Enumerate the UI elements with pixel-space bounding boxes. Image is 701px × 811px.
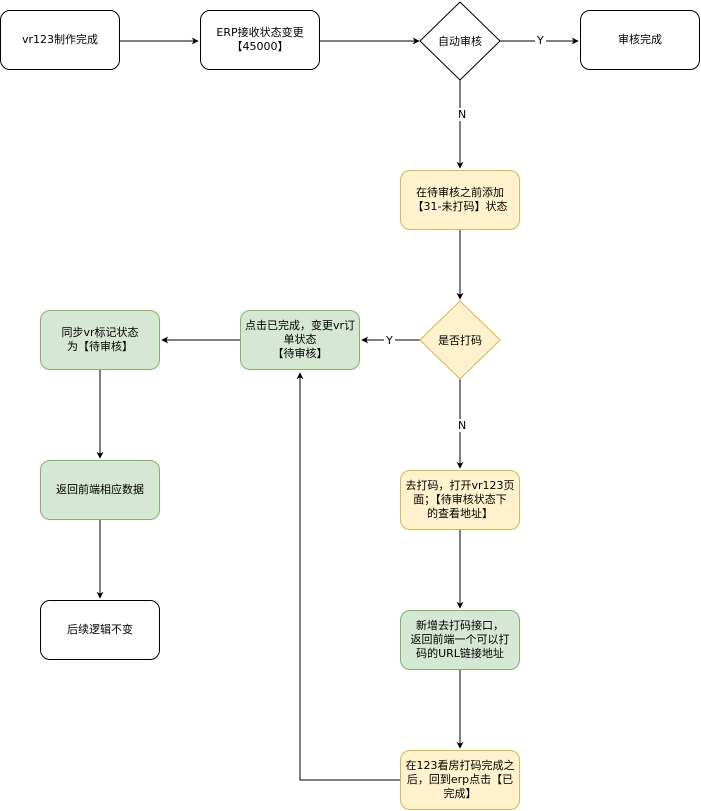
edge-label-coded-no: N	[456, 419, 469, 432]
decision-auto-review-shape	[419, 1, 501, 81]
node-return-front: 返回前端相应数据	[40, 460, 160, 520]
edge-label-auto-no: N	[456, 108, 469, 121]
edge-label-coded-yes: Y	[384, 334, 395, 347]
edge-label-auto-yes: Y	[535, 34, 546, 47]
node-erp-receive: ERP接收状态变更 【45000】	[200, 10, 320, 70]
node-auto-review: 自动审核	[438, 35, 482, 48]
node-review-done: 审核完成	[580, 10, 700, 70]
node-sync-vr: 同步vr标记状态 为【待审核】	[40, 310, 160, 370]
decision-is-coded-shape	[419, 300, 501, 380]
node-is-coded: 是否打码	[438, 334, 482, 347]
node-go-code: 去打码，打开vr123页 面；【待审核状态下 的查看地址】	[400, 470, 520, 530]
node-new-api: 新增去打码接口， 返回前端一个可以打 码的URL链接地址	[400, 610, 520, 670]
edge-after-back-to-click	[296, 372, 400, 781]
node-click-done: 点击已完成，变更vr订 单状态 【待审核】	[240, 310, 360, 370]
node-logic-same: 后续逻辑不变	[40, 600, 160, 660]
node-vr-done: vr123制作完成	[0, 10, 120, 70]
node-after-123: 在123看房打码完成之 后，回到erp点击【已 完成】	[400, 750, 520, 810]
node-add-status: 在待审核之前添加 【31-未打码】状态	[400, 170, 520, 230]
